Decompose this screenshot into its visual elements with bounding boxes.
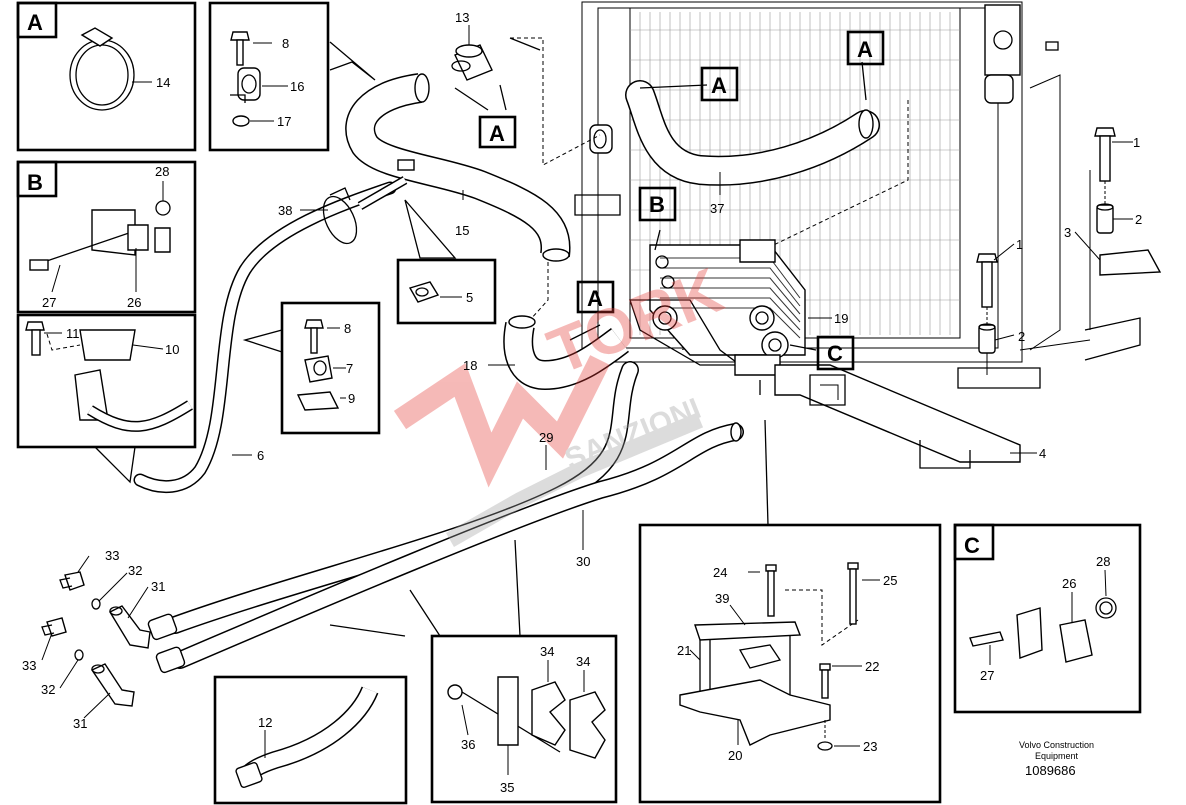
oil-cooler-19 (629, 239, 806, 376)
tag-b-box: B (27, 170, 43, 195)
callout-5: 5 (466, 290, 473, 305)
spacer-2-lower (978, 323, 996, 375)
callout-32-lower: 32 (41, 682, 55, 697)
upper-radiator-hose (625, 80, 880, 186)
callout-2-lower: 2 (1018, 329, 1025, 344)
callout-15: 15 (455, 223, 469, 238)
tag-a-pipe: A (857, 37, 873, 62)
fitting-33-upper (59, 571, 85, 591)
callout-24: 24 (713, 565, 727, 580)
callout-31-upper: 31 (151, 579, 165, 594)
callout-31-lower: 31 (73, 716, 87, 731)
callout-2-upper: 2 (1135, 212, 1142, 227)
callout-34-left: 34 (540, 644, 554, 659)
clamp-38 (322, 187, 358, 245)
tag-a-hose-right: A (711, 73, 727, 98)
coolant-hose-15 (345, 73, 571, 262)
callout-36: 36 (461, 737, 475, 752)
o-ring-32-upper (91, 598, 101, 610)
callout-8-upper: 8 (282, 36, 289, 51)
callout-25: 25 (883, 573, 897, 588)
callout-19: 19 (834, 311, 848, 326)
callout-20: 20 (728, 748, 742, 763)
callout-3: 3 (1064, 225, 1071, 240)
callout-37: 37 (710, 201, 724, 216)
company-name-line2: Equipment (1035, 751, 1079, 761)
detail-box-clip-7-9 (280, 301, 381, 435)
callout-21: 21 (677, 643, 691, 658)
callout-22: 22 (865, 659, 879, 674)
hose-18 (503, 315, 630, 391)
fitting-33-lower (41, 617, 67, 637)
callout-7: 7 (346, 361, 353, 376)
o-ring-32-lower (74, 649, 84, 661)
callout-leaders (41, 25, 1133, 719)
spacer-2-upper (1096, 203, 1114, 234)
callout-29: 29 (539, 430, 553, 445)
callout-12: 12 (258, 715, 272, 730)
callout-16: 16 (290, 79, 304, 94)
bolt-1-lower (976, 253, 998, 325)
detail-box-hose-12 (213, 675, 408, 805)
callout-17: 17 (277, 114, 291, 129)
detail-box-a (16, 1, 197, 152)
callout-34-right: 34 (576, 654, 590, 669)
callout-1-lower: 1 (1016, 237, 1023, 252)
callout-27-b: 27 (42, 295, 56, 310)
callout-33-upper: 33 (105, 548, 119, 563)
tag-a-hose-upper: A (489, 121, 505, 146)
callout-35: 35 (500, 780, 514, 795)
detail-box-clip (208, 1, 330, 152)
callout-28-b: 28 (155, 164, 169, 179)
callout-10: 10 (165, 342, 179, 357)
callout-38: 38 (278, 203, 292, 218)
tag-c-box: C (964, 533, 980, 558)
callout-1-upper: 1 (1133, 135, 1140, 150)
bracket-4 (759, 364, 1021, 469)
detail-box-b (16, 160, 197, 314)
tag-frames (478, 30, 885, 371)
hose-ends-lower-left (147, 613, 186, 674)
callout-11: 11 (66, 326, 80, 341)
callout-32-upper: 32 (128, 563, 142, 578)
elbow-31-upper (109, 605, 151, 649)
callout-23: 23 (863, 739, 877, 754)
elbow-31-lower (90, 663, 135, 707)
callout-14: 14 (156, 75, 170, 90)
tag-c-cooler: C (827, 341, 843, 366)
callout-6: 6 (257, 448, 264, 463)
detail-box-c (953, 523, 1142, 714)
tag-a-box: A (27, 10, 43, 35)
callout-28-c: 28 (1096, 554, 1110, 569)
hose-30 (171, 422, 744, 669)
callout-18: 18 (463, 358, 477, 373)
callout-8-lower: 8 (344, 321, 351, 336)
callout-26-c: 26 (1062, 576, 1076, 591)
callout-numbers: 1 1 2 2 3 4 5 6 7 8 8 9 10 11 12 13 14 1… (22, 10, 1142, 795)
callout-13: 13 (455, 10, 469, 25)
bolt-1-upper (1094, 127, 1116, 205)
callout-9: 9 (348, 391, 355, 406)
tag-a-lower: A (587, 286, 603, 311)
drawing-number: 1089686 (1025, 763, 1076, 778)
callout-39: 39 (715, 591, 729, 606)
callout-27-c: 27 (980, 668, 994, 683)
bracket-3 (1099, 249, 1162, 276)
company-name-line1: Volvo Construction (1019, 740, 1094, 750)
detail-box-clip-5 (396, 258, 497, 325)
detail-box-clamp-34-36 (430, 634, 618, 804)
hose-6 (133, 181, 397, 494)
detail-box-bracket-20 (638, 523, 942, 804)
sleeve-13 (451, 44, 493, 81)
tag-b-cooler: B (649, 192, 665, 217)
callout-26-b: 26 (127, 295, 141, 310)
callout-33-lower: 33 (22, 658, 36, 673)
detail-box-clamp (16, 313, 197, 449)
callout-30: 30 (576, 554, 590, 569)
pipe-a (357, 176, 408, 210)
callout-4: 4 (1039, 446, 1046, 461)
